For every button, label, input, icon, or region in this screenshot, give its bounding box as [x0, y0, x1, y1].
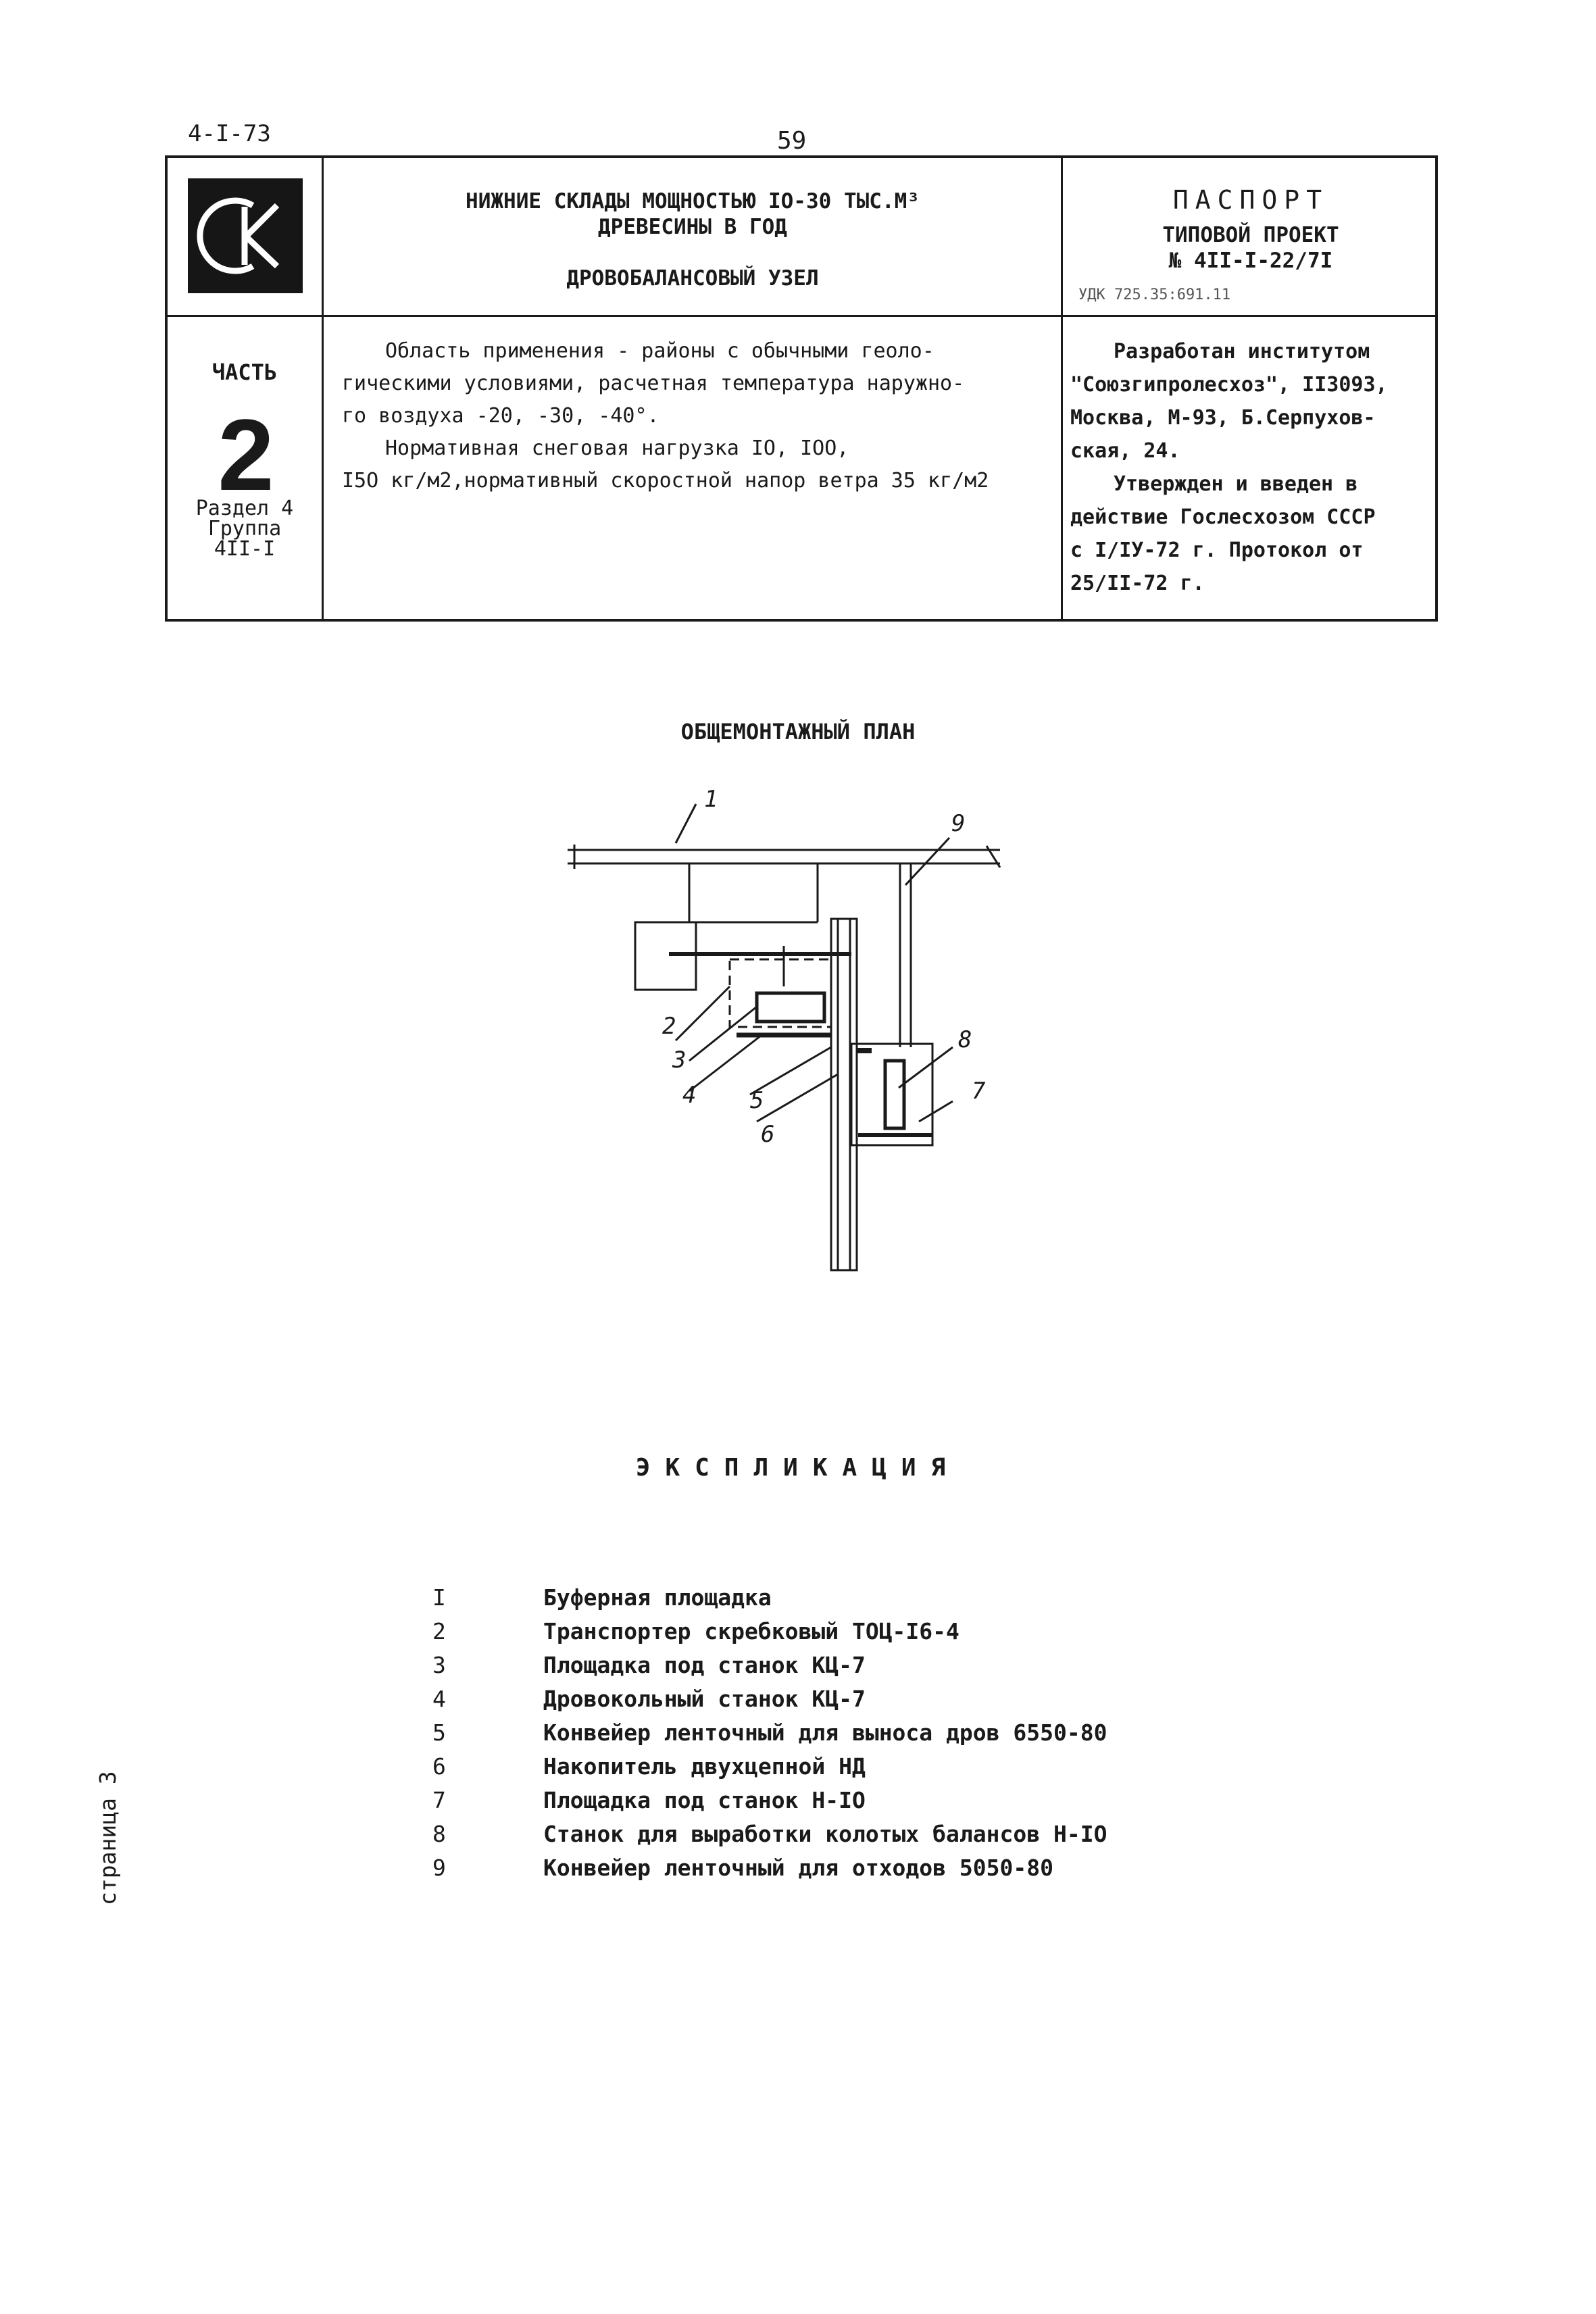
item-text: Буферная площадка	[543, 1584, 772, 1611]
document-code: 4-I-73	[188, 120, 271, 147]
logo-text: CK	[188, 178, 189, 179]
item-number: I	[432, 1584, 446, 1611]
callout-1: 1	[704, 786, 718, 813]
callout-8: 8	[958, 1026, 972, 1053]
callout-6: 6	[761, 1121, 774, 1148]
title-block-column-divider	[1061, 158, 1063, 619]
title-block-divider	[168, 315, 1435, 317]
developer-line: действие Гослесхозом СССР	[1070, 505, 1376, 529]
list-item: 6 Накопитель двухцепной НД	[432, 1750, 1107, 1784]
project-type: ТИПОВОЙ ПРОЕКТ	[1162, 223, 1339, 247]
explication-title: ЭКСПЛИКАЦИЯ	[635, 1454, 961, 1482]
item-number: 4	[432, 1686, 446, 1712]
item-text: Дровокольный станок КЦ-7	[543, 1686, 866, 1712]
passport-cell: ПАСПОРТ ТИПОВОЙ ПРОЕКТ № 4II-I-22/7I УДК…	[1064, 158, 1438, 315]
list-item: 2 Транспортер скребковый ТОЦ-I6-4	[432, 1615, 1107, 1649]
developer-line: "Союзгипролесхоз", II3093,	[1070, 373, 1388, 397]
item-text: Площадка под станок Н-IO	[543, 1787, 866, 1813]
description-line: I5O кг/м2,нормативный скоростной напор в…	[342, 469, 989, 493]
ck-logo: CK	[188, 178, 303, 293]
page-number: 59	[777, 127, 807, 155]
page-side-label: страница 3	[95, 1771, 121, 1905]
list-item: 9 Конвейер ленточный для отходов 5050-80	[432, 1851, 1107, 1885]
developer-line: ская, 24.	[1070, 439, 1180, 463]
item-text: Площадка под станок КЦ-7	[543, 1652, 866, 1678]
project-title-line1: НИЖНИЕ СКЛАДЫ МОЩНОСТЬЮ IO-30 ТЫС.М³	[466, 189, 920, 213]
list-item: 5 Конвейер ленточный для выноса дров 6550…	[432, 1716, 1107, 1750]
project-title-cell: НИЖНИЕ СКЛАДЫ МОЩНОСТЬЮ IO-30 ТЫС.М³ ДРЕ…	[324, 158, 1061, 315]
item-number: 7	[432, 1787, 446, 1813]
item-text: Станок для выработки колотых балансов Н-…	[543, 1821, 1107, 1847]
item-number: 6	[432, 1753, 446, 1780]
part-cell: ЧАСТЬ 2 Раздел 4 Группа 4II-I	[168, 318, 322, 622]
item-number: 5	[432, 1719, 446, 1746]
callout-9: 9	[951, 810, 965, 837]
description-line: Область применения - районы с обычными г…	[385, 339, 934, 363]
explication-list: I Буферная площадка 2 Транспортер скребков…	[432, 1581, 1107, 1885]
description-line: гическими условиями, расчетная температу…	[342, 372, 965, 395]
description-line: го воздуха -20, -30, -40°.	[342, 404, 659, 428]
callout-4: 4	[682, 1082, 696, 1109]
callout-2: 2	[662, 1013, 676, 1040]
item-text: Накопитель двухцепной НД	[543, 1753, 866, 1780]
part-number: 2	[218, 398, 274, 511]
list-item: 7 Площадка под станок Н-IO	[432, 1784, 1107, 1817]
group-number: 4II-I	[214, 537, 276, 561]
installation-plan-drawing: 1 2 3 4 5 6 7 8 9	[568, 786, 1001, 1272]
item-number: 3	[432, 1652, 446, 1678]
plan-title: ОБЩЕМОНТАЖНЫЙ ПЛАН	[680, 719, 916, 745]
callout-5: 5	[750, 1087, 764, 1114]
item-text: Конвейер ленточный для отходов 5050-80	[543, 1855, 1053, 1881]
application-description: Область применения - районы с обычными г…	[342, 335, 1051, 497]
title-block-column-divider	[322, 158, 324, 619]
callout-7: 7	[972, 1078, 986, 1105]
list-item: I Буферная площадка	[432, 1581, 1107, 1615]
developer-line: Разработан институтом	[1114, 340, 1370, 363]
passport-label: ПАСПОРТ	[1172, 185, 1329, 215]
item-text: Конвейер ленточный для выноса дров 6550-…	[543, 1719, 1107, 1746]
list-item: 8 Станок для выработки колотых балансов Н…	[432, 1817, 1107, 1851]
item-number: 2	[432, 1618, 446, 1644]
developer-line: Москва, М-93, Б.Серпухов-	[1070, 406, 1376, 430]
project-subtitle: ДРОВОБАЛАНСОВЫЙ УЗЕЛ	[566, 266, 819, 291]
section-label: Раздел 4	[195, 497, 294, 520]
ck-logo-mark: CK	[188, 178, 303, 293]
developer-info: Разработан институтом "Союзгипролесхоз",…	[1070, 335, 1435, 600]
description-line: Нормативная снеговая нагрузка IO, IOO,	[385, 436, 849, 460]
group-label: Группа	[207, 517, 282, 540]
list-item: 3 Площадка под станок КЦ-7	[432, 1649, 1107, 1682]
project-title-line2: ДРЕВЕСИНЫ В ГОД	[598, 215, 787, 239]
title-block: CK НИЖНИЕ СКЛАДЫ МОЩНОСТЬЮ IO-30 ТЫС.М³ …	[165, 155, 1438, 622]
item-number: 9	[432, 1855, 446, 1881]
developer-line: 25/II-72 г.	[1070, 572, 1205, 595]
callout-3: 3	[672, 1047, 686, 1074]
list-item: 4 Дровокольный станок КЦ-7	[432, 1682, 1107, 1716]
developer-line: с I/IУ-72 г. Протокол от	[1070, 538, 1364, 562]
developer-line: Утвержден и введен в	[1114, 472, 1358, 496]
item-text: Транспортер скребковый ТОЦ-I6-4	[543, 1618, 959, 1644]
project-number: № 4II-I-22/7I	[1168, 249, 1333, 273]
item-number: 8	[432, 1821, 446, 1847]
part-label: ЧАСТЬ	[211, 359, 278, 385]
udk-code: УДК 725.35:691.11	[1078, 286, 1231, 303]
